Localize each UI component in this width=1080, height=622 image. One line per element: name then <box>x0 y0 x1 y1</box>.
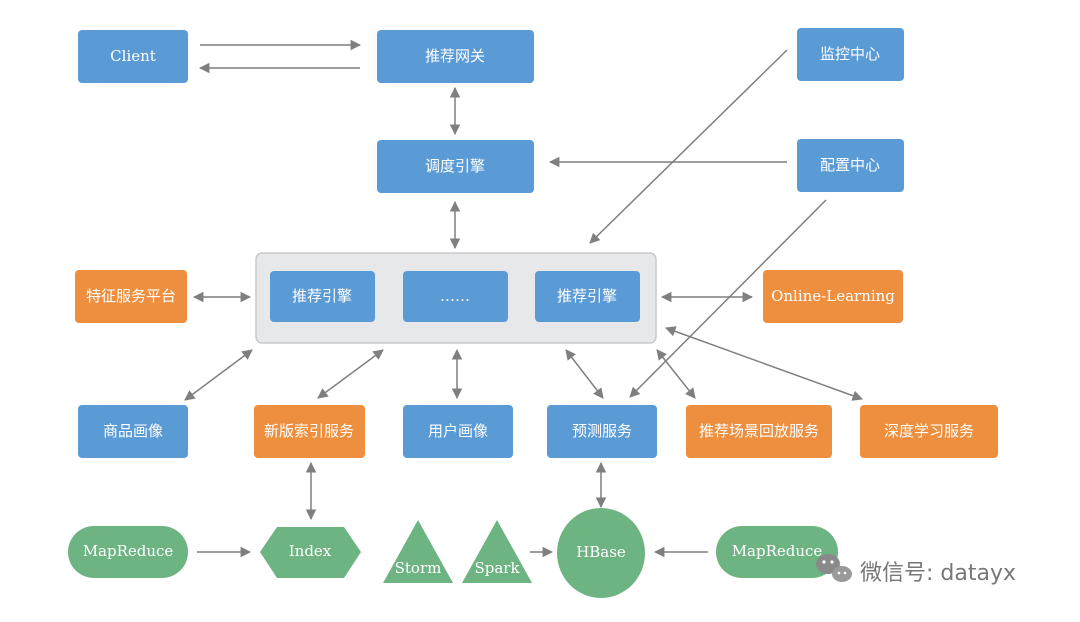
mapreduce-right-node[interactable]: MapReduce <box>716 526 838 578</box>
gateway-node[interactable]: 推荐网关 <box>377 30 534 83</box>
config-label: 配置中心 <box>820 156 880 174</box>
wechat-icon <box>816 554 852 582</box>
monitor-node[interactable]: 监控中心 <box>797 28 904 81</box>
rec-engine-2-label: 推荐引擎 <box>557 287 617 305</box>
arrow-index-service-engines <box>317 349 384 399</box>
spark-node[interactable]: Spark <box>462 520 532 583</box>
arrow-monitor-to-engines <box>589 49 788 244</box>
scheduler-label: 调度引擎 <box>425 157 485 175</box>
hbase-label: HBase <box>576 543 626 561</box>
arrow-product-profile-engines <box>184 349 253 401</box>
watermark-text: 微信号: datayx <box>860 561 1016 586</box>
arrow-predict-engines <box>565 349 604 399</box>
watermark: 微信号: datayx <box>816 554 1016 586</box>
rec-engine-dots-node[interactable]: …… <box>403 271 508 322</box>
online-learning-node[interactable]: Online-Learning <box>763 270 903 323</box>
user-profile-label: 用户画像 <box>428 422 488 440</box>
gateway-label: 推荐网关 <box>425 47 485 65</box>
feature-platform-label: 特征服务平台 <box>86 287 176 305</box>
rec-engine-1-node[interactable]: 推荐引擎 <box>270 271 375 322</box>
storm-node[interactable]: Storm <box>383 520 453 583</box>
arrow-deep-learning-engines <box>665 326 863 401</box>
index-service-node[interactable]: 新版索引服务 <box>254 405 365 458</box>
index-node[interactable]: Index <box>260 527 361 578</box>
hbase-node[interactable]: HBase <box>557 508 645 598</box>
scene-replay-label: 推荐场景回放服务 <box>699 422 819 440</box>
monitor-label: 监控中心 <box>820 45 880 63</box>
mapreduce-right-label: MapReduce <box>732 542 823 560</box>
client-node[interactable]: Client <box>78 30 188 83</box>
deep-learning-label: 深度学习服务 <box>884 422 974 440</box>
scheduler-node[interactable]: 调度引擎 <box>377 140 534 193</box>
user-profile-node[interactable]: 用户画像 <box>403 405 513 458</box>
mapreduce-left-label: MapReduce <box>83 542 174 560</box>
connectors <box>184 39 863 558</box>
index-service-label: 新版索引服务 <box>264 422 354 440</box>
arrow-scene-replay-engines <box>656 349 696 399</box>
storm-label: Storm <box>395 559 442 577</box>
index-label: Index <box>289 542 332 560</box>
rec-engine-1-label: 推荐引擎 <box>292 287 352 305</box>
client-label: Client <box>110 47 156 65</box>
deep-learning-node[interactable]: 深度学习服务 <box>860 405 998 458</box>
scene-replay-node[interactable]: 推荐场景回放服务 <box>686 405 832 458</box>
product-profile-label: 商品画像 <box>103 422 163 440</box>
config-node[interactable]: 配置中心 <box>797 139 904 192</box>
predict-service-label: 预测服务 <box>572 422 632 440</box>
online-learning-label: Online-Learning <box>771 287 895 305</box>
predict-service-node[interactable]: 预测服务 <box>547 405 657 458</box>
feature-platform-node[interactable]: 特征服务平台 <box>75 270 187 323</box>
spark-label: Spark <box>474 559 520 577</box>
mapreduce-left-node[interactable]: MapReduce <box>68 526 188 578</box>
rec-engine-dots-label: …… <box>440 287 470 305</box>
product-profile-node[interactable]: 商品画像 <box>78 405 188 458</box>
rec-engine-2-node[interactable]: 推荐引擎 <box>535 271 640 322</box>
